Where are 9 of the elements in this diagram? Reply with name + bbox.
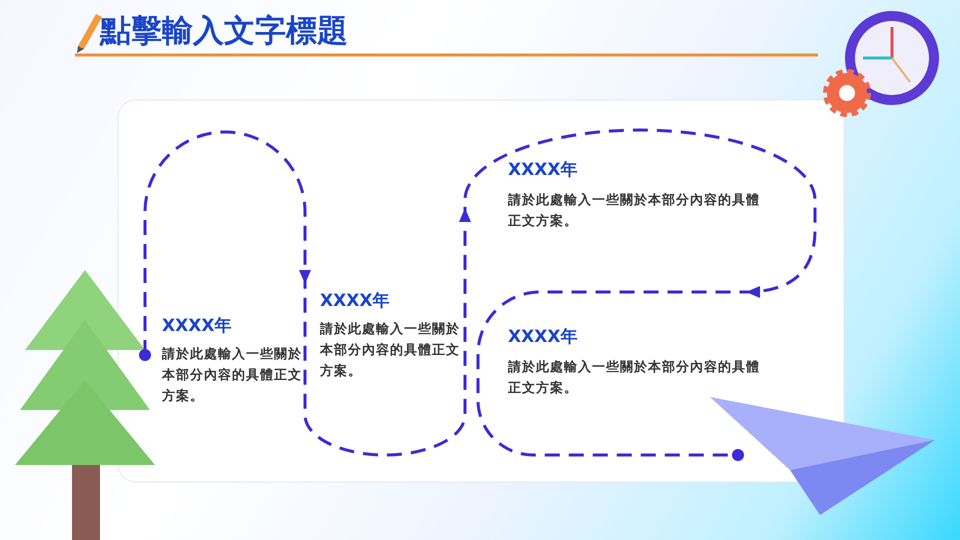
year-heading: XXXX年 [508, 326, 578, 348]
body-text: 請於此處輸入一些關於本部分內容的具體正文方案。 [162, 346, 302, 406]
title: 點擊輸入文字標題 [100, 12, 348, 51]
body-text: 請於此處輸入一些關於本部分內容的具體正文方案。 [320, 320, 460, 381]
body-text: 請於此處輸入一些關於本部分內容的具體正文方案。 [508, 192, 761, 231]
year-heading: XXXX年 [508, 159, 578, 181]
year-heading: XXXX年 [320, 290, 390, 312]
body-text: 請於此處輸入一些關於本部分內容的具體正文方案。 [508, 358, 761, 398]
year-heading: XXXX年 [162, 315, 232, 337]
